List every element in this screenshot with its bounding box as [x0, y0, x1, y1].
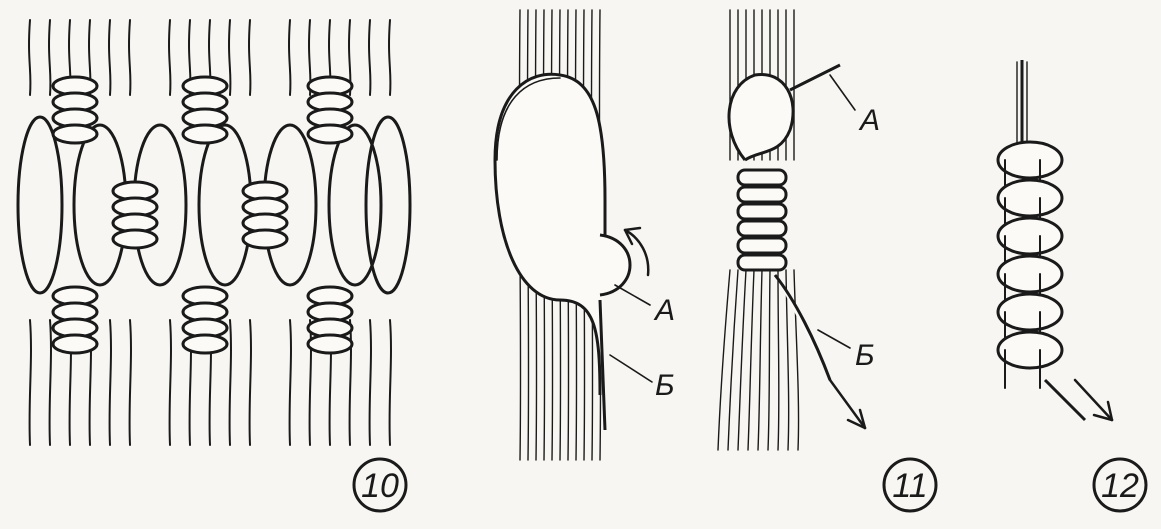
strand-top: [229, 20, 230, 95]
strand-top: [169, 20, 170, 95]
figure-11-label-b: Б: [855, 339, 875, 372]
coil-turn: [738, 187, 786, 202]
coil-turn: [738, 221, 786, 236]
strand-top: [109, 20, 110, 95]
square-knot: [243, 182, 287, 248]
figure-12-number-badge: 12: [1094, 459, 1146, 511]
coil-turn: [738, 204, 786, 219]
knot-wrap: [53, 335, 97, 353]
strand-bottom: [718, 270, 730, 450]
strand-bottom: [170, 320, 171, 445]
coil-turn: [738, 170, 786, 185]
figure-10-macrame-net: 10: [18, 20, 410, 511]
strand-bottom: [290, 320, 291, 445]
strand-bottom: [130, 320, 131, 445]
square-knot: [113, 182, 157, 248]
figure-11-whipping-knot: А Б 11: [718, 10, 936, 511]
square-knot: [308, 287, 352, 353]
square-knot: [308, 77, 352, 143]
strand-top: [249, 20, 250, 95]
strand-bottom: [110, 320, 111, 445]
strand-bottom: [30, 320, 31, 445]
strand-bottom: [50, 320, 51, 445]
knot-wrap: [183, 335, 227, 353]
strand-top: [389, 20, 390, 95]
figure-10-number-badge: 10: [354, 459, 406, 511]
knot-wrap: [308, 335, 352, 353]
strand-bottom: [738, 270, 746, 450]
spiral-coils: [998, 142, 1062, 388]
spiral-turn: [998, 256, 1062, 292]
label-a: А: [653, 294, 675, 327]
strand-bottom: [758, 270, 762, 450]
strand-bottom: [390, 320, 391, 445]
strand-bottom: [250, 320, 251, 445]
strand-top: [289, 20, 290, 95]
coil-turn: [738, 238, 786, 253]
figure-12-spiral-knot: 12: [998, 60, 1146, 511]
strand-bottom: [768, 270, 770, 450]
label-b: Б: [655, 369, 675, 402]
square-knot: [53, 77, 97, 143]
strand-top: [29, 20, 30, 95]
strand-bottom: [794, 270, 799, 450]
spiral-turn: [998, 180, 1062, 216]
figure-11-label-a: А: [858, 104, 880, 137]
strand-bottom: [370, 320, 371, 445]
strand-bottom: [728, 270, 738, 450]
knot-wrap: [53, 125, 97, 143]
strand-top: [369, 20, 370, 95]
strand-top: [129, 20, 130, 95]
figure-loop-knot: А Б: [495, 10, 675, 460]
square-knot: [183, 287, 227, 353]
strand-top: [49, 20, 50, 95]
net-knots: [53, 77, 352, 353]
knot-wrap: [113, 230, 157, 248]
coil-turn: [738, 255, 786, 270]
spiral-turn: [998, 218, 1062, 254]
knot-wrap: [183, 125, 227, 143]
knot-wrap: [243, 230, 287, 248]
figure-11-number-badge: 11: [884, 459, 936, 511]
whipping-coils: [738, 170, 786, 270]
figure-12-number: 12: [1101, 467, 1139, 505]
strand-bottom: [748, 270, 754, 450]
spiral-turn: [998, 332, 1062, 368]
spiral-turn: [998, 294, 1062, 330]
figure-11-number: 11: [892, 467, 927, 505]
square-knot: [183, 77, 227, 143]
strand-bottom: [230, 320, 231, 445]
spiral-turn: [998, 142, 1062, 178]
strand-bottom: [778, 270, 779, 450]
knot-wrap: [308, 125, 352, 143]
figure-10-number: 10: [361, 467, 399, 505]
square-knot: [53, 287, 97, 353]
